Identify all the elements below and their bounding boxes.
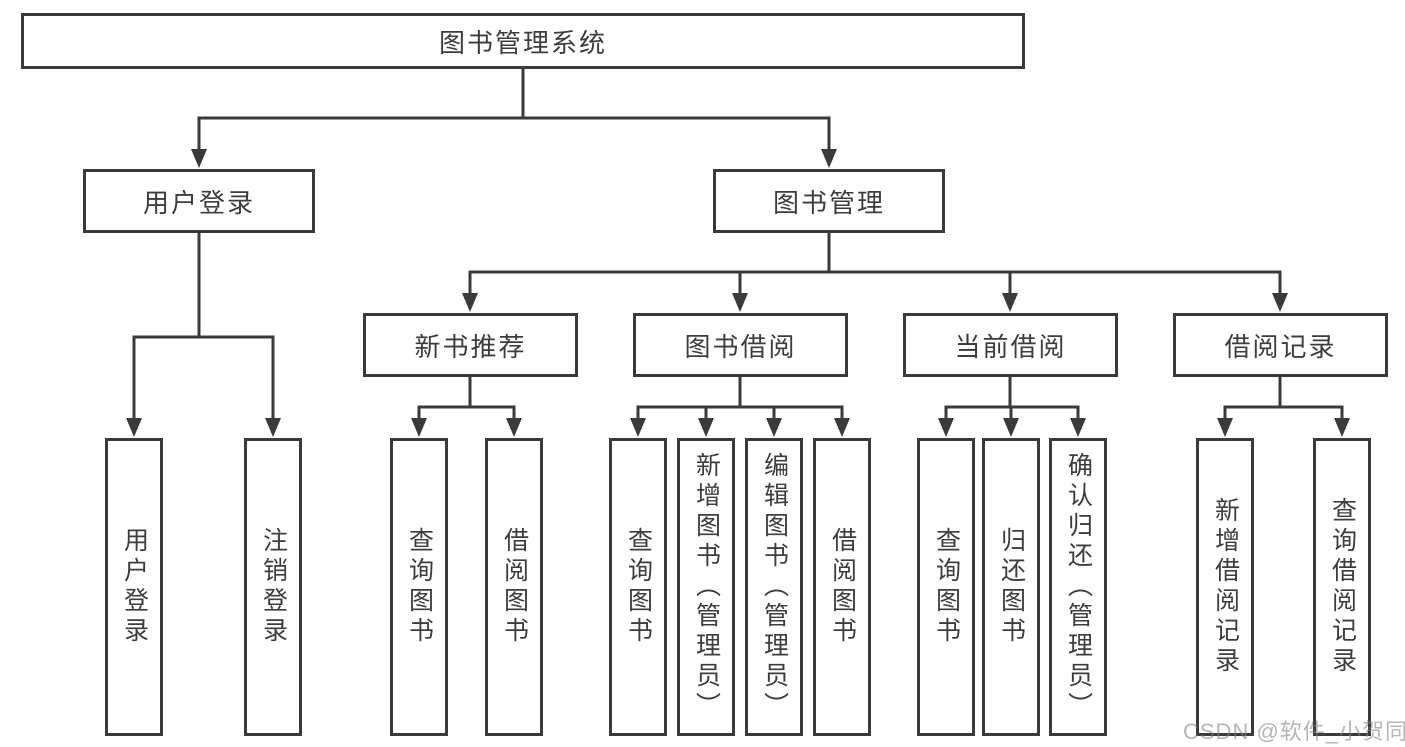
- leaf-add-books-admin: 新增图书（管理员）: [677, 438, 735, 736]
- connector-root-to-level2: [191, 69, 837, 168]
- node-book-borrowing-label: 图书借阅: [684, 331, 797, 362]
- leaf-query-books-current-label: 查询图书: [932, 527, 961, 647]
- node-current-borrowing-label: 当前借阅: [954, 331, 1067, 362]
- leaf-logout: 注销登录: [244, 438, 302, 736]
- node-user-login: 用户登录: [83, 169, 315, 233]
- connector-recommend-children: [411, 377, 522, 437]
- leaf-query-books-borrowing: 查询图书: [609, 438, 667, 736]
- leaf-logout-label: 注销登录: [259, 527, 288, 647]
- node-current-borrowing: 当前借阅: [903, 313, 1118, 377]
- leaf-borrow-books-recommend-label: 借阅图书: [500, 527, 529, 647]
- leaf-user-login: 用户登录: [105, 438, 163, 736]
- connector-current-children: [938, 377, 1086, 437]
- node-borrowing-records-label: 借阅记录: [1224, 331, 1337, 362]
- leaf-query-books-recommend: 查询图书: [390, 438, 448, 736]
- leaf-confirm-return-admin: 确认归还（管理员）: [1049, 438, 1107, 736]
- leaf-user-login-label: 用户登录: [120, 527, 149, 647]
- leaf-return-books: 归还图书: [982, 438, 1040, 736]
- leaf-add-borrow-record-label: 新增借阅记录: [1211, 497, 1240, 677]
- connector-user-login-children: [126, 233, 281, 437]
- leaf-add-books-admin-label: 新增图书（管理员）: [692, 452, 721, 722]
- leaf-query-books-recommend-label: 查询图书: [405, 527, 434, 647]
- connector-book-management-children: [462, 233, 1288, 312]
- node-new-book-recommendation-label: 新书推荐: [414, 331, 527, 362]
- leaf-edit-books-admin-label: 编辑图书（管理员）: [760, 452, 789, 722]
- node-borrowing-records: 借阅记录: [1173, 313, 1388, 377]
- connector-records-children: [1217, 377, 1350, 437]
- node-book-management: 图书管理: [713, 169, 945, 233]
- leaf-return-books-label: 归还图书: [997, 527, 1026, 647]
- connector-borrowing-children: [630, 377, 850, 437]
- leaf-query-borrow-record-label: 查询借阅记录: [1328, 497, 1357, 677]
- node-new-book-recommendation: 新书推荐: [363, 313, 578, 377]
- leaf-confirm-return-admin-label: 确认归还（管理员）: [1064, 452, 1093, 722]
- node-system-root: 图书管理系统: [21, 13, 1025, 69]
- leaf-add-borrow-record: 新增借阅记录: [1196, 438, 1254, 736]
- leaf-query-books-current: 查询图书: [917, 438, 975, 736]
- leaf-borrow-books-borrowing: 借阅图书: [813, 438, 871, 736]
- leaf-query-books-borrowing-label: 查询图书: [624, 527, 653, 647]
- node-system-root-label: 图书管理系统: [438, 27, 607, 58]
- node-book-borrowing: 图书借阅: [633, 313, 848, 377]
- leaf-query-borrow-record: 查询借阅记录: [1313, 438, 1371, 736]
- node-book-management-label: 图书管理: [772, 187, 885, 218]
- leaf-borrow-books-borrowing-label: 借阅图书: [828, 527, 857, 647]
- node-user-login-label: 用户登录: [142, 187, 255, 218]
- watermark: CSDN @软件_小贺同学: [1183, 719, 1405, 744]
- leaf-edit-books-admin: 编辑图书（管理员）: [745, 438, 803, 736]
- leaf-borrow-books-recommend: 借阅图书: [485, 438, 543, 736]
